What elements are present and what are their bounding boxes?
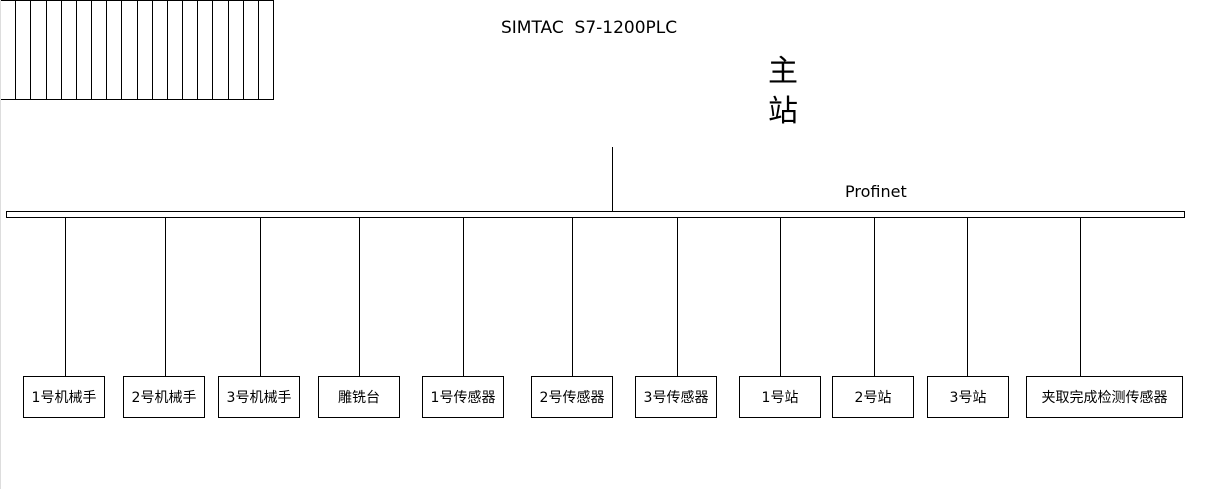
node-label: 2号传感器	[539, 390, 605, 406]
node-label: 3号传感器	[643, 390, 709, 406]
plc-slot	[77, 1, 93, 99]
node-box: 3号传感器	[635, 376, 717, 418]
plc-master-rack	[0, 0, 274, 100]
node-label: 夹取完成检测传感器	[1041, 390, 1168, 406]
plc-slot	[259, 1, 273, 99]
node-label: 1号传感器	[430, 390, 496, 406]
node-label: 2号机械手	[131, 390, 197, 406]
node-box: 2号站	[832, 376, 914, 418]
node-drop-line	[165, 218, 166, 376]
plc-slot	[198, 1, 214, 99]
left-border	[0, 0, 1, 489]
plc-slot	[244, 1, 259, 99]
node-drop-line	[65, 218, 66, 376]
node-label: 1号机械手	[31, 390, 97, 406]
node-box: 2号机械手	[123, 376, 205, 418]
node-label: 3号机械手	[226, 390, 292, 406]
node-drop-line	[677, 218, 678, 376]
plc-slot	[168, 1, 184, 99]
profinet-bus	[6, 211, 1185, 218]
node-box: 夹取完成检测传感器	[1026, 376, 1183, 418]
master-station-label: 主站	[768, 54, 798, 129]
node-drop-line	[874, 218, 875, 376]
plc-slot	[183, 1, 199, 99]
node-drop-line	[463, 218, 464, 376]
plc-slot	[153, 1, 168, 99]
plc-slot	[138, 1, 153, 99]
node-label: 1号站	[761, 390, 799, 406]
plc-slot	[31, 1, 47, 99]
plc-slot	[16, 1, 32, 99]
node-box: 1号机械手	[23, 376, 105, 418]
bus-label: Profinet	[845, 182, 907, 201]
node-drop-line	[1080, 218, 1081, 376]
node-box: 1号传感器	[422, 376, 504, 418]
node-drop-line	[780, 218, 781, 376]
node-box: 2号传感器	[531, 376, 613, 418]
plc-slot	[213, 1, 229, 99]
node-drop-line	[572, 218, 573, 376]
node-box: 3号机械手	[218, 376, 300, 418]
plc-slot	[229, 1, 244, 99]
node-label: 2号站	[854, 390, 892, 406]
plc-slot	[47, 1, 62, 99]
node-box: 雕铣台	[318, 376, 400, 418]
plc-slot	[107, 1, 123, 99]
plc-slot	[92, 1, 108, 99]
plc-slot	[62, 1, 77, 99]
node-box: 3号站	[927, 376, 1009, 418]
node-label: 雕铣台	[338, 390, 380, 406]
node-drop-line	[967, 218, 968, 376]
plc-title: SIMTAC S7-1200PLC	[501, 18, 678, 38]
node-label: 3号站	[949, 390, 987, 406]
plc-bus-connector	[612, 147, 613, 212]
plc-slot	[122, 1, 138, 99]
node-drop-line	[260, 218, 261, 376]
plc-slot	[1, 1, 17, 99]
node-box: 1号站	[739, 376, 821, 418]
node-drop-line	[359, 218, 360, 376]
